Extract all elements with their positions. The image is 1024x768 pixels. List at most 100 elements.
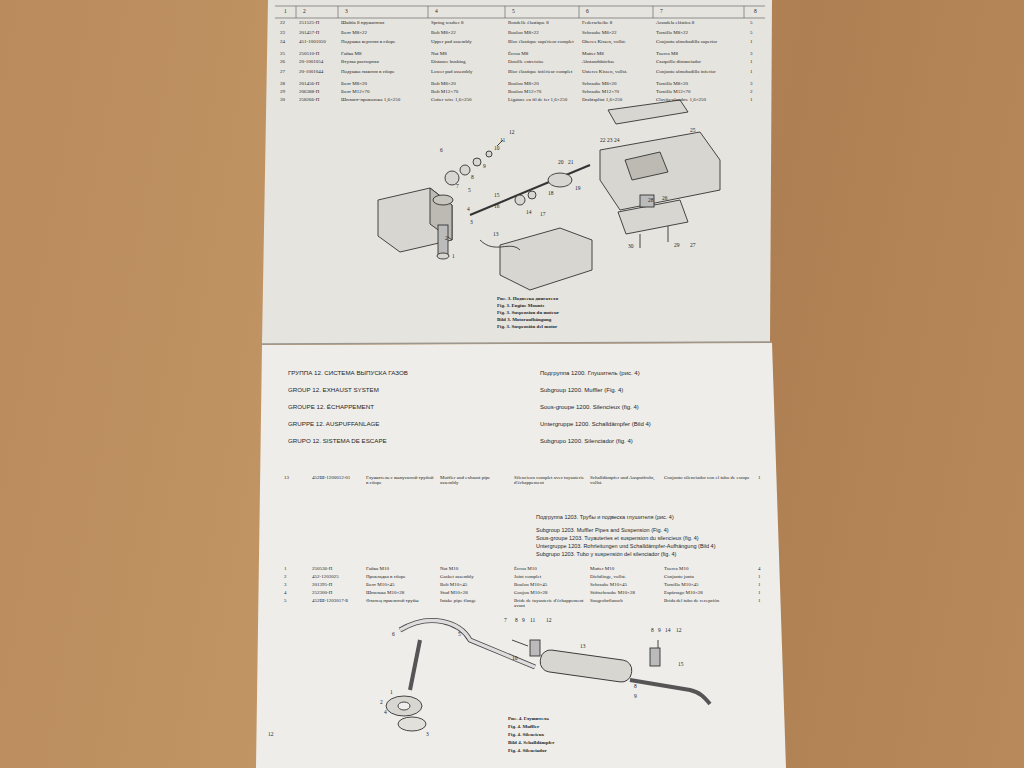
- figure-caption: Bild 4. Schalldämpfer: [508, 740, 628, 745]
- table-cell: Stiftschraube M10×28: [590, 590, 660, 595]
- table-cell: Unteres Kissen, vollst.: [582, 69, 654, 74]
- table-cell: 23: [280, 30, 296, 35]
- table-cell: 1: [750, 69, 762, 74]
- subgroup-heading: Подгруппа 1200. Глушитель (рис. 4): [540, 370, 760, 376]
- subgroup-heading: Subgroup 1203. Muffler Pipes and Suspens…: [536, 528, 766, 534]
- column-number: 1: [284, 9, 300, 15]
- table-cell: Conjunto almohadilla superior: [656, 39, 742, 44]
- figure-caption: Fig. 3. Suspensión del motor: [497, 324, 617, 329]
- figure-caption: Bild 3. Motoraufhängung: [497, 317, 617, 322]
- table-cell: 26: [280, 59, 296, 64]
- table-cell: Tornillo M10×45: [664, 582, 750, 587]
- callout-number: 30: [628, 244, 642, 250]
- right-bracket: [500, 228, 592, 290]
- table-cell: Глушитель с выпускной трубой в сборе: [366, 475, 436, 486]
- upper-plate: [608, 100, 688, 124]
- callout-number: 28: [648, 198, 662, 204]
- callout-number: 26: [662, 196, 676, 202]
- table-cell: Bloc élastique inférieur complet: [508, 69, 580, 74]
- table-cell: Schraube M8×22: [582, 30, 654, 35]
- table-cell: Tuerca M10: [664, 566, 750, 571]
- callout-number: 7: [456, 184, 470, 190]
- table-cell: Boulon M10×45: [514, 582, 586, 587]
- table-cell: Schraube M10×45: [590, 582, 660, 587]
- table-cell: 206388-П: [299, 89, 339, 94]
- figure-caption: Fig. 4. Muffler: [508, 724, 628, 729]
- callout-number: 13: [580, 644, 594, 650]
- table-cell: Spring washer 8: [431, 20, 505, 25]
- table-cell: 201456-П: [299, 81, 339, 86]
- group-heading: GRUPO 12. SISTEMA DE ESCAPE: [288, 438, 518, 445]
- table-cell: Stud M10×28: [440, 590, 510, 595]
- callout-number: 8: [634, 684, 648, 690]
- table-cell: 1: [758, 582, 770, 587]
- figure-caption: Fig. 4. Silenciador: [508, 748, 628, 753]
- table-cell: 250536-П: [312, 566, 364, 571]
- table-cell: Mutter M10: [590, 566, 660, 571]
- table-cell: Casquillo distanciador: [656, 59, 742, 64]
- callout-number: 12: [509, 130, 523, 136]
- table-cell: Distance bushing: [431, 59, 505, 64]
- page-number: 12: [268, 732, 282, 738]
- table-cell: Saugrohrflansch: [590, 598, 660, 603]
- table-cell: 252300-П: [312, 590, 364, 595]
- table-cell: 5: [750, 30, 762, 35]
- callout-number: 3: [426, 732, 440, 738]
- table-cell: 3: [750, 81, 762, 86]
- table-cell: Bolt M8×22: [431, 30, 505, 35]
- callout-number: 10: [494, 146, 508, 152]
- table-cell: Boulon M8×20: [508, 81, 580, 86]
- table-cell: Conjunto silenciador con el tubo de esca…: [664, 475, 750, 480]
- callout-number: 15: [678, 662, 692, 668]
- table-cell: Schraube M12×70: [582, 89, 654, 94]
- table-cell: Muffler and exhaust pipe assembly: [440, 475, 510, 486]
- callout-number: 1: [452, 254, 466, 260]
- table-cell: 5: [750, 20, 762, 25]
- callout-number: 27: [690, 243, 704, 249]
- table-cell: Ligature en fil de fer 1,6×250: [508, 97, 580, 102]
- table-cell: 28: [280, 81, 296, 86]
- subgroup-heading: Untergruppe 1203. Rohrleitungen und Scha…: [536, 544, 766, 550]
- table-cell: 24: [280, 39, 296, 44]
- table-cell: Conjunto almohadilla inferior: [656, 69, 742, 74]
- table-cell: Шайба 8 пружинная: [341, 20, 427, 25]
- table-cell: Oberes Kissen, vollst.: [582, 39, 654, 44]
- table-cell: Nut M10: [440, 566, 510, 571]
- group-heading: GROUP 12. EXHAUST SYSTEM: [288, 387, 518, 394]
- callout-number: 18: [548, 191, 562, 197]
- figure-caption: Рис. 3. Подвеска двигателя: [497, 296, 617, 301]
- table-cell: 1: [284, 566, 300, 571]
- table-cell: Écrou M8: [508, 51, 580, 56]
- table-cell: Bolt M10×45: [440, 582, 510, 587]
- table-cell: 20-1001054: [299, 59, 339, 64]
- table-cell: Joint complet: [514, 574, 586, 579]
- column-number: 6: [586, 9, 658, 15]
- upper-page: [262, 0, 772, 344]
- column-number: 5: [512, 9, 584, 15]
- table-cell: 2: [750, 89, 762, 94]
- column-number: 7: [660, 9, 746, 15]
- table-cell: Bride de tuyauterie d'échappement avant: [514, 598, 586, 609]
- table-cell: Brida del tubo de recepción: [664, 598, 750, 603]
- table-cell: Douille entretoise: [508, 59, 580, 64]
- table-cell: Cotter wire 1,6×250: [431, 97, 505, 102]
- table-cell: Rondelle élastique 8: [508, 20, 580, 25]
- engine-mount-drawing: [378, 100, 720, 290]
- tail-pipe: [630, 680, 710, 704]
- subgroup-heading: Sous-groupe 1200. Silencieux (fig. 4): [540, 404, 760, 410]
- table-cell: 20-1001044: [299, 69, 339, 74]
- callout-number: 6: [440, 148, 454, 154]
- table-cell: 452Ш-1200012-01: [312, 475, 364, 480]
- table-cell: 1: [758, 598, 770, 603]
- callout-number: 24: [614, 138, 628, 144]
- callout-number: 1: [390, 690, 404, 696]
- table-cell: 250510-П: [299, 51, 339, 56]
- table-cell: Nut M8: [431, 51, 505, 56]
- column-number: 2: [303, 9, 343, 15]
- group-heading: GROUPE 12. ÉCHAPPEMENT: [288, 404, 518, 411]
- table-cell: Болт М12×70: [341, 89, 427, 94]
- callout-number: 6: [392, 632, 406, 638]
- table-cell: Lower pad assembly: [431, 69, 505, 74]
- fold-line: [262, 342, 772, 344]
